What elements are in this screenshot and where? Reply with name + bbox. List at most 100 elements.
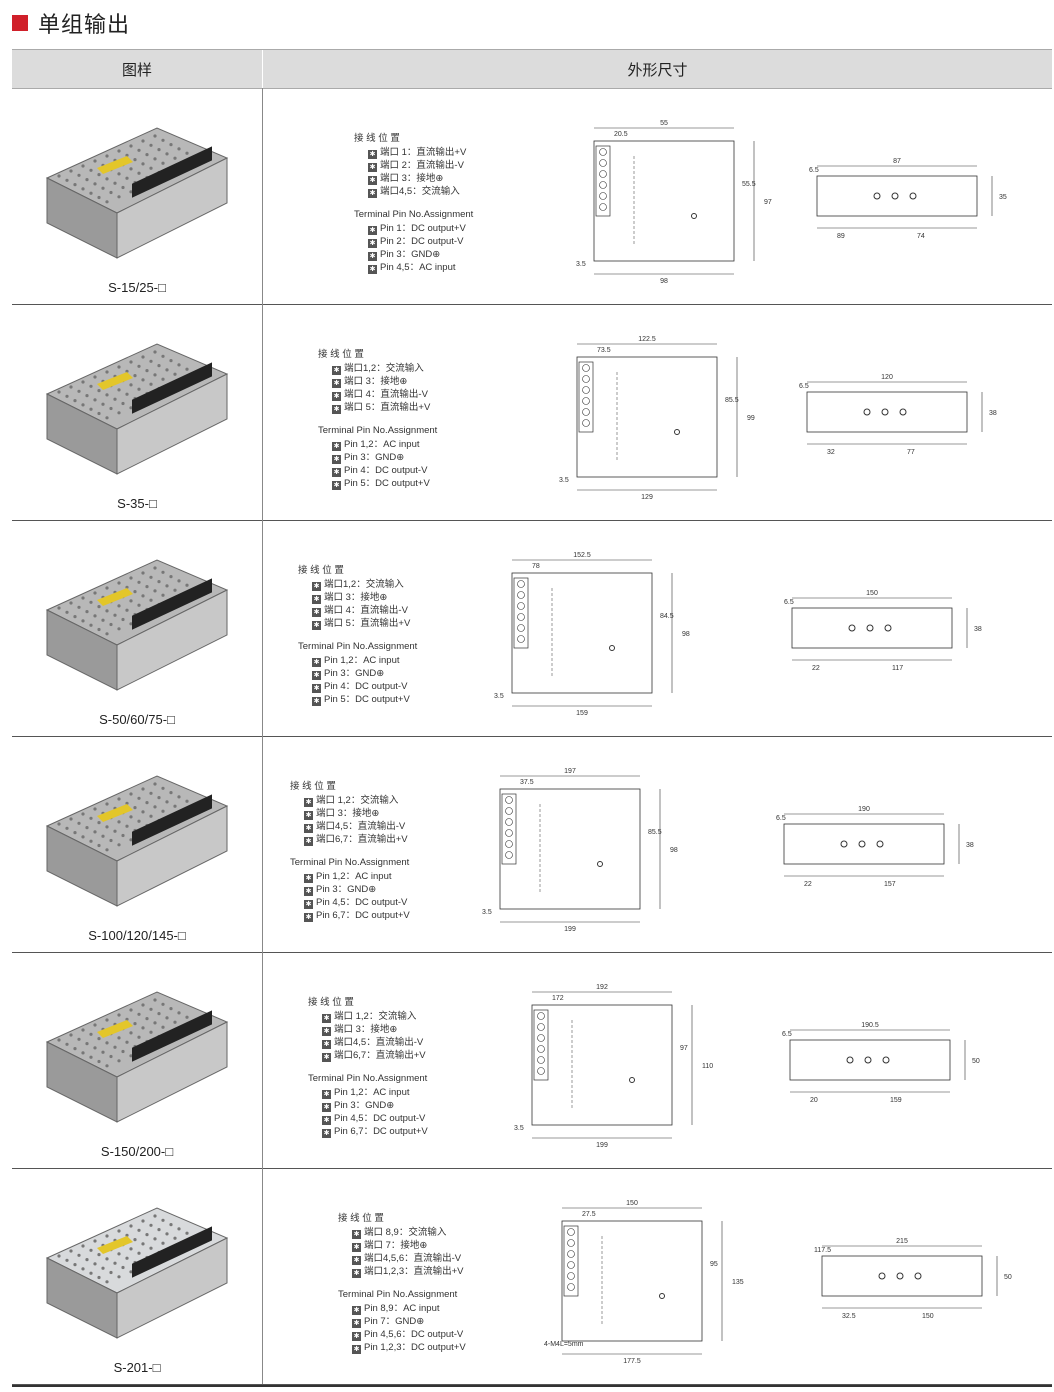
vent-hole xyxy=(97,627,101,632)
pin-line-cn-text: 端口1,2：交流输入 xyxy=(344,363,424,374)
pin-line-cn-text: 端口 1,2：交流输入 xyxy=(316,795,399,806)
side-hole xyxy=(840,840,848,848)
dim-label-left: 78 xyxy=(532,563,540,570)
vent-hole xyxy=(173,804,177,808)
vent-hole xyxy=(145,585,149,589)
front-outline xyxy=(593,140,735,262)
vent-hole xyxy=(109,406,113,411)
vent-hole xyxy=(145,1233,149,1237)
side-outline xyxy=(791,607,953,649)
side-label-offset: 32.5 xyxy=(842,1313,856,1320)
vent-hole xyxy=(93,1046,97,1050)
vent-hole xyxy=(97,1059,101,1064)
column-divider xyxy=(262,520,263,736)
vent-hole xyxy=(177,147,181,151)
vent-hole xyxy=(133,590,137,594)
vent-hole xyxy=(173,1236,177,1240)
pin-line-en: ✱Pin 3：GND⊕ xyxy=(354,248,473,261)
terminal-screw xyxy=(537,1023,545,1031)
terminal-screw xyxy=(537,1045,545,1053)
pin-line-cn-text: 端口4,5：直流输出-V xyxy=(334,1037,424,1048)
dim-label-hole: 3.5 xyxy=(482,909,492,916)
vent-hole xyxy=(137,387,141,391)
pin-line-en-text: Pin 2：DC output-V xyxy=(380,236,464,247)
side-label-height: 38 xyxy=(989,410,997,417)
terminal-screw xyxy=(567,1272,575,1280)
terminal-screw xyxy=(537,1034,545,1042)
vent-hole xyxy=(65,394,69,398)
terminal-screw xyxy=(537,1012,545,1020)
vent-hole xyxy=(137,603,141,607)
mount-hole xyxy=(659,1293,665,1299)
bullet-icon: ✱ xyxy=(332,392,341,401)
warning-label xyxy=(97,372,133,390)
pin-line-cn: ✱端口 2：直流输出-V xyxy=(354,159,473,172)
vent-hole xyxy=(81,619,85,623)
dim-label-width: 199 xyxy=(564,926,576,933)
vent-hole xyxy=(105,1280,109,1284)
vent-hole xyxy=(137,1035,141,1039)
pin-line-en: ✱Pin 7：GND⊕ xyxy=(338,1315,466,1328)
terminal-screw xyxy=(537,1056,545,1064)
side-label-edge: 6.5 xyxy=(782,1031,792,1038)
vent-hole xyxy=(161,786,165,790)
pin-line-en: ✱Pin 4,5,6：DC output-V xyxy=(338,1328,466,1341)
pin-line-cn: ✱端口4,5：交流输入 xyxy=(354,185,473,198)
model-label: S-35-□ xyxy=(117,496,157,511)
pin-line-cn-text: 端口 4：直流输出-V xyxy=(344,389,428,400)
model-label: S-15/25-□ xyxy=(108,280,166,295)
vent-hole xyxy=(93,182,97,186)
terminal-screw xyxy=(537,1067,545,1075)
warning-label xyxy=(97,1020,133,1038)
pin-line-en-text: Pin 1：DC output+V xyxy=(380,223,466,234)
pin-line-cn: ✱端口 3：接地⊕ xyxy=(318,375,437,388)
warning-label xyxy=(97,156,133,174)
spacer xyxy=(290,846,410,856)
dim-label-left: 172 xyxy=(552,995,564,1002)
vent-hole xyxy=(109,190,113,195)
pin-line-cn: ✱端口 8,9：交流输入 xyxy=(338,1226,466,1239)
vent-hole xyxy=(141,378,145,382)
vent-hole xyxy=(81,812,85,816)
vent-hole xyxy=(185,1015,189,1019)
terminal-screw xyxy=(505,818,513,826)
vent-hole xyxy=(153,373,157,377)
pin-line-en-text: Pin 7：GND⊕ xyxy=(364,1316,425,1327)
vent-hole xyxy=(141,810,145,814)
side-label-span: 150 xyxy=(922,1313,934,1320)
vent-hole xyxy=(165,584,169,588)
vent-hole xyxy=(157,364,161,368)
bullet-icon: ✱ xyxy=(322,1129,331,1138)
vent-hole xyxy=(137,796,141,800)
bullet-icon: ✱ xyxy=(312,595,321,604)
vent-hole xyxy=(93,1023,97,1027)
vent-hole xyxy=(129,167,133,171)
vent-hole xyxy=(105,393,109,397)
side-hole xyxy=(848,624,856,632)
side-label-edge: 6.5 xyxy=(784,599,794,606)
terminal-screw xyxy=(517,613,525,621)
terminal-screw xyxy=(517,580,525,588)
vent-hole xyxy=(81,1028,85,1032)
terminal-screw xyxy=(582,386,590,394)
pin-line-en-text: Pin 6,7：DC output+V xyxy=(316,910,410,921)
front-outline xyxy=(561,1220,703,1342)
mount-hole xyxy=(691,213,697,219)
vent-hole xyxy=(89,191,93,195)
pin-line-en-text: Pin 1,2：AC input xyxy=(324,655,400,666)
pin-assignment: 接 线 位 置✱端口1,2：交流输入✱端口 3：接地⊕✱端口 4：直流输出-V✱… xyxy=(318,348,437,490)
side-label-span: 77 xyxy=(907,449,915,456)
vent-hole xyxy=(137,1012,141,1016)
pin-line-cn: ✱端口6,7：直流输出+V xyxy=(308,1049,428,1062)
psu-photo xyxy=(45,127,229,259)
vent-hole xyxy=(165,1016,169,1020)
bullet-icon: ✱ xyxy=(332,455,341,464)
vent-hole xyxy=(93,159,97,163)
bullet-icon: ✱ xyxy=(332,442,341,451)
pin-line-en-text: Pin 3：GND⊕ xyxy=(380,249,441,260)
pin-line-cn: ✱端口1,2,3：直流输出+V xyxy=(338,1265,466,1278)
table-header: 图样 外形尺寸 xyxy=(12,49,1052,89)
